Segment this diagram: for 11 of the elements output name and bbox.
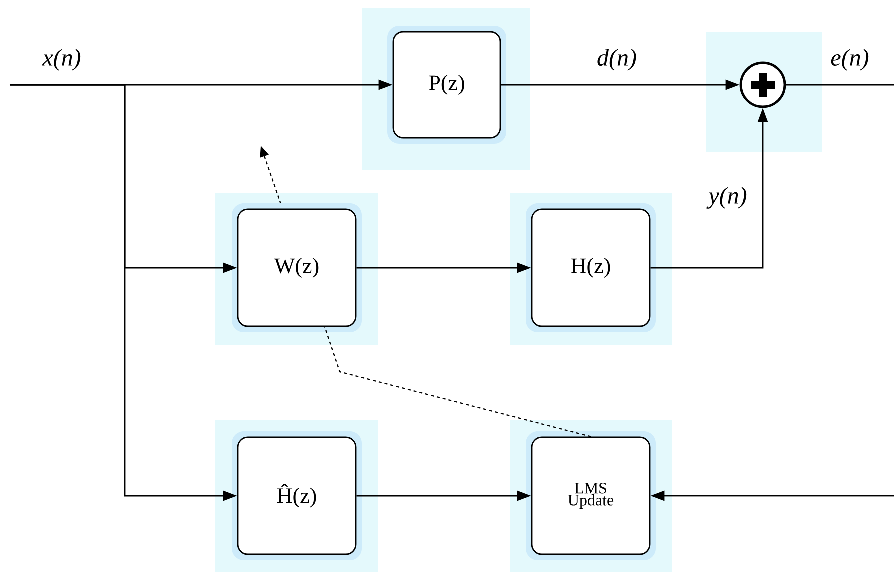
block-box: P(z) [388, 26, 506, 144]
signal-label: x(n) [42, 49, 81, 71]
block-box: Ĥ(z) [232, 432, 362, 560]
signal-label: d(n) [598, 49, 636, 71]
block-box: W(z) [232, 204, 362, 332]
signal-label: y(n) [706, 187, 747, 209]
feedback-line [324, 327, 592, 438]
signal-label: e(n) [831, 49, 869, 71]
summing-junction [740, 62, 786, 108]
block-box: H(z) [526, 204, 656, 332]
block-box: LMS Update [526, 432, 656, 560]
